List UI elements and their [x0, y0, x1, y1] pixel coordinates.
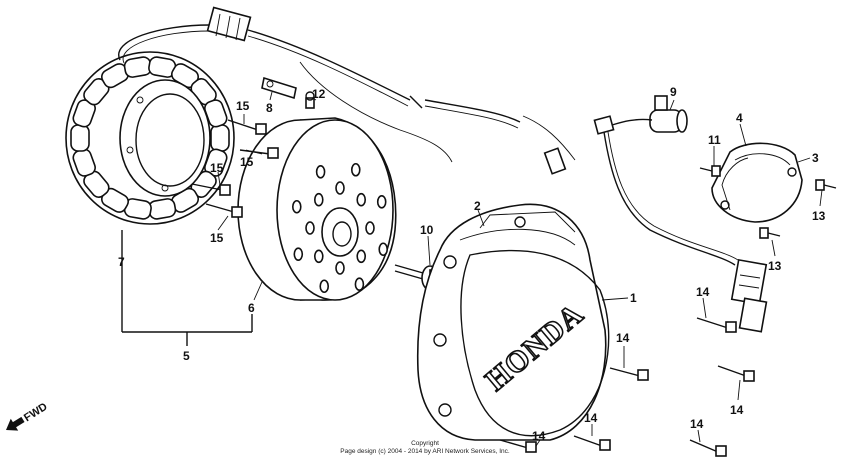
- cover-bolts: [499, 317, 755, 457]
- stator-coil: [210, 124, 230, 152]
- label-2: 2: [474, 199, 481, 213]
- part-labels: 1 2 3 4 5 6 7 8 9 10 11 12 13 13 14 14 1…: [118, 85, 826, 443]
- stator: [65, 51, 235, 225]
- rotor-hole: [335, 181, 345, 195]
- pulse-generator: [593, 95, 768, 333]
- rotor-hole: [350, 162, 361, 177]
- fwd-label: FWD: [22, 401, 50, 424]
- rotor-hole: [378, 242, 389, 257]
- label-9: 9: [670, 85, 677, 99]
- label-7: 7: [118, 255, 125, 269]
- stator-coil: [70, 124, 90, 152]
- label-1: 1: [630, 291, 637, 305]
- label-14-d: 14: [584, 411, 598, 425]
- flywheel-rotor: [237, 117, 397, 301]
- stator-wire-harness: [118, 6, 576, 175]
- label-5: 5: [183, 349, 190, 363]
- page-design-line: Page design (c) 2004 - 2014 by ARI Netwo…: [340, 448, 510, 455]
- rotor-hole: [313, 192, 324, 207]
- label-8: 8: [266, 101, 273, 115]
- rotor-hole: [291, 199, 302, 214]
- rotor-hole: [356, 192, 367, 207]
- label-14-f: 14: [532, 429, 546, 443]
- label-14-b: 14: [616, 331, 630, 345]
- label-10: 10: [420, 223, 434, 237]
- leader-lines: [121, 91, 823, 447]
- label-3: 3: [812, 151, 819, 165]
- copyright-footer: Copyright Page design (c) 2004 - 2014 by…: [300, 440, 550, 456]
- label-15-b: 15: [240, 155, 254, 169]
- label-15-a: 15: [236, 99, 250, 113]
- label-15-c: 15: [210, 161, 224, 175]
- label-11: 11: [708, 133, 721, 147]
- wire-clamp: [261, 76, 315, 109]
- rotor-holes: [291, 162, 389, 294]
- rotor-hole: [305, 221, 315, 235]
- alternator-cover: HONDA: [416, 203, 610, 441]
- label-15-d: 15: [210, 231, 224, 245]
- label-4: 4: [736, 111, 743, 125]
- stator-coils: [70, 56, 230, 220]
- rotor-hole: [376, 195, 387, 209]
- rotor-hole: [293, 247, 304, 261]
- rotor-hole: [354, 277, 365, 292]
- label-14-c: 14: [730, 403, 744, 417]
- label-14-a: 14: [696, 285, 710, 299]
- label-6: 6: [248, 301, 255, 315]
- rotor-hole: [335, 261, 345, 275]
- label-12: 12: [312, 87, 326, 101]
- pulse-cover: [699, 142, 837, 239]
- rotor-hole: [313, 249, 324, 264]
- label-14-e: 14: [690, 417, 704, 431]
- fwd-direction: FWD: [6, 401, 50, 431]
- fwd-arrow-icon: [6, 416, 25, 431]
- rotor-hole: [356, 249, 367, 264]
- label-13-lower: 13: [768, 259, 782, 273]
- copyright-line: Copyright: [411, 440, 439, 447]
- rotor-hole: [315, 164, 326, 179]
- rotor-hole: [319, 279, 330, 294]
- rotor-hole: [365, 221, 375, 235]
- label-13-right: 13: [812, 209, 826, 223]
- assembly-bracket: [121, 230, 253, 346]
